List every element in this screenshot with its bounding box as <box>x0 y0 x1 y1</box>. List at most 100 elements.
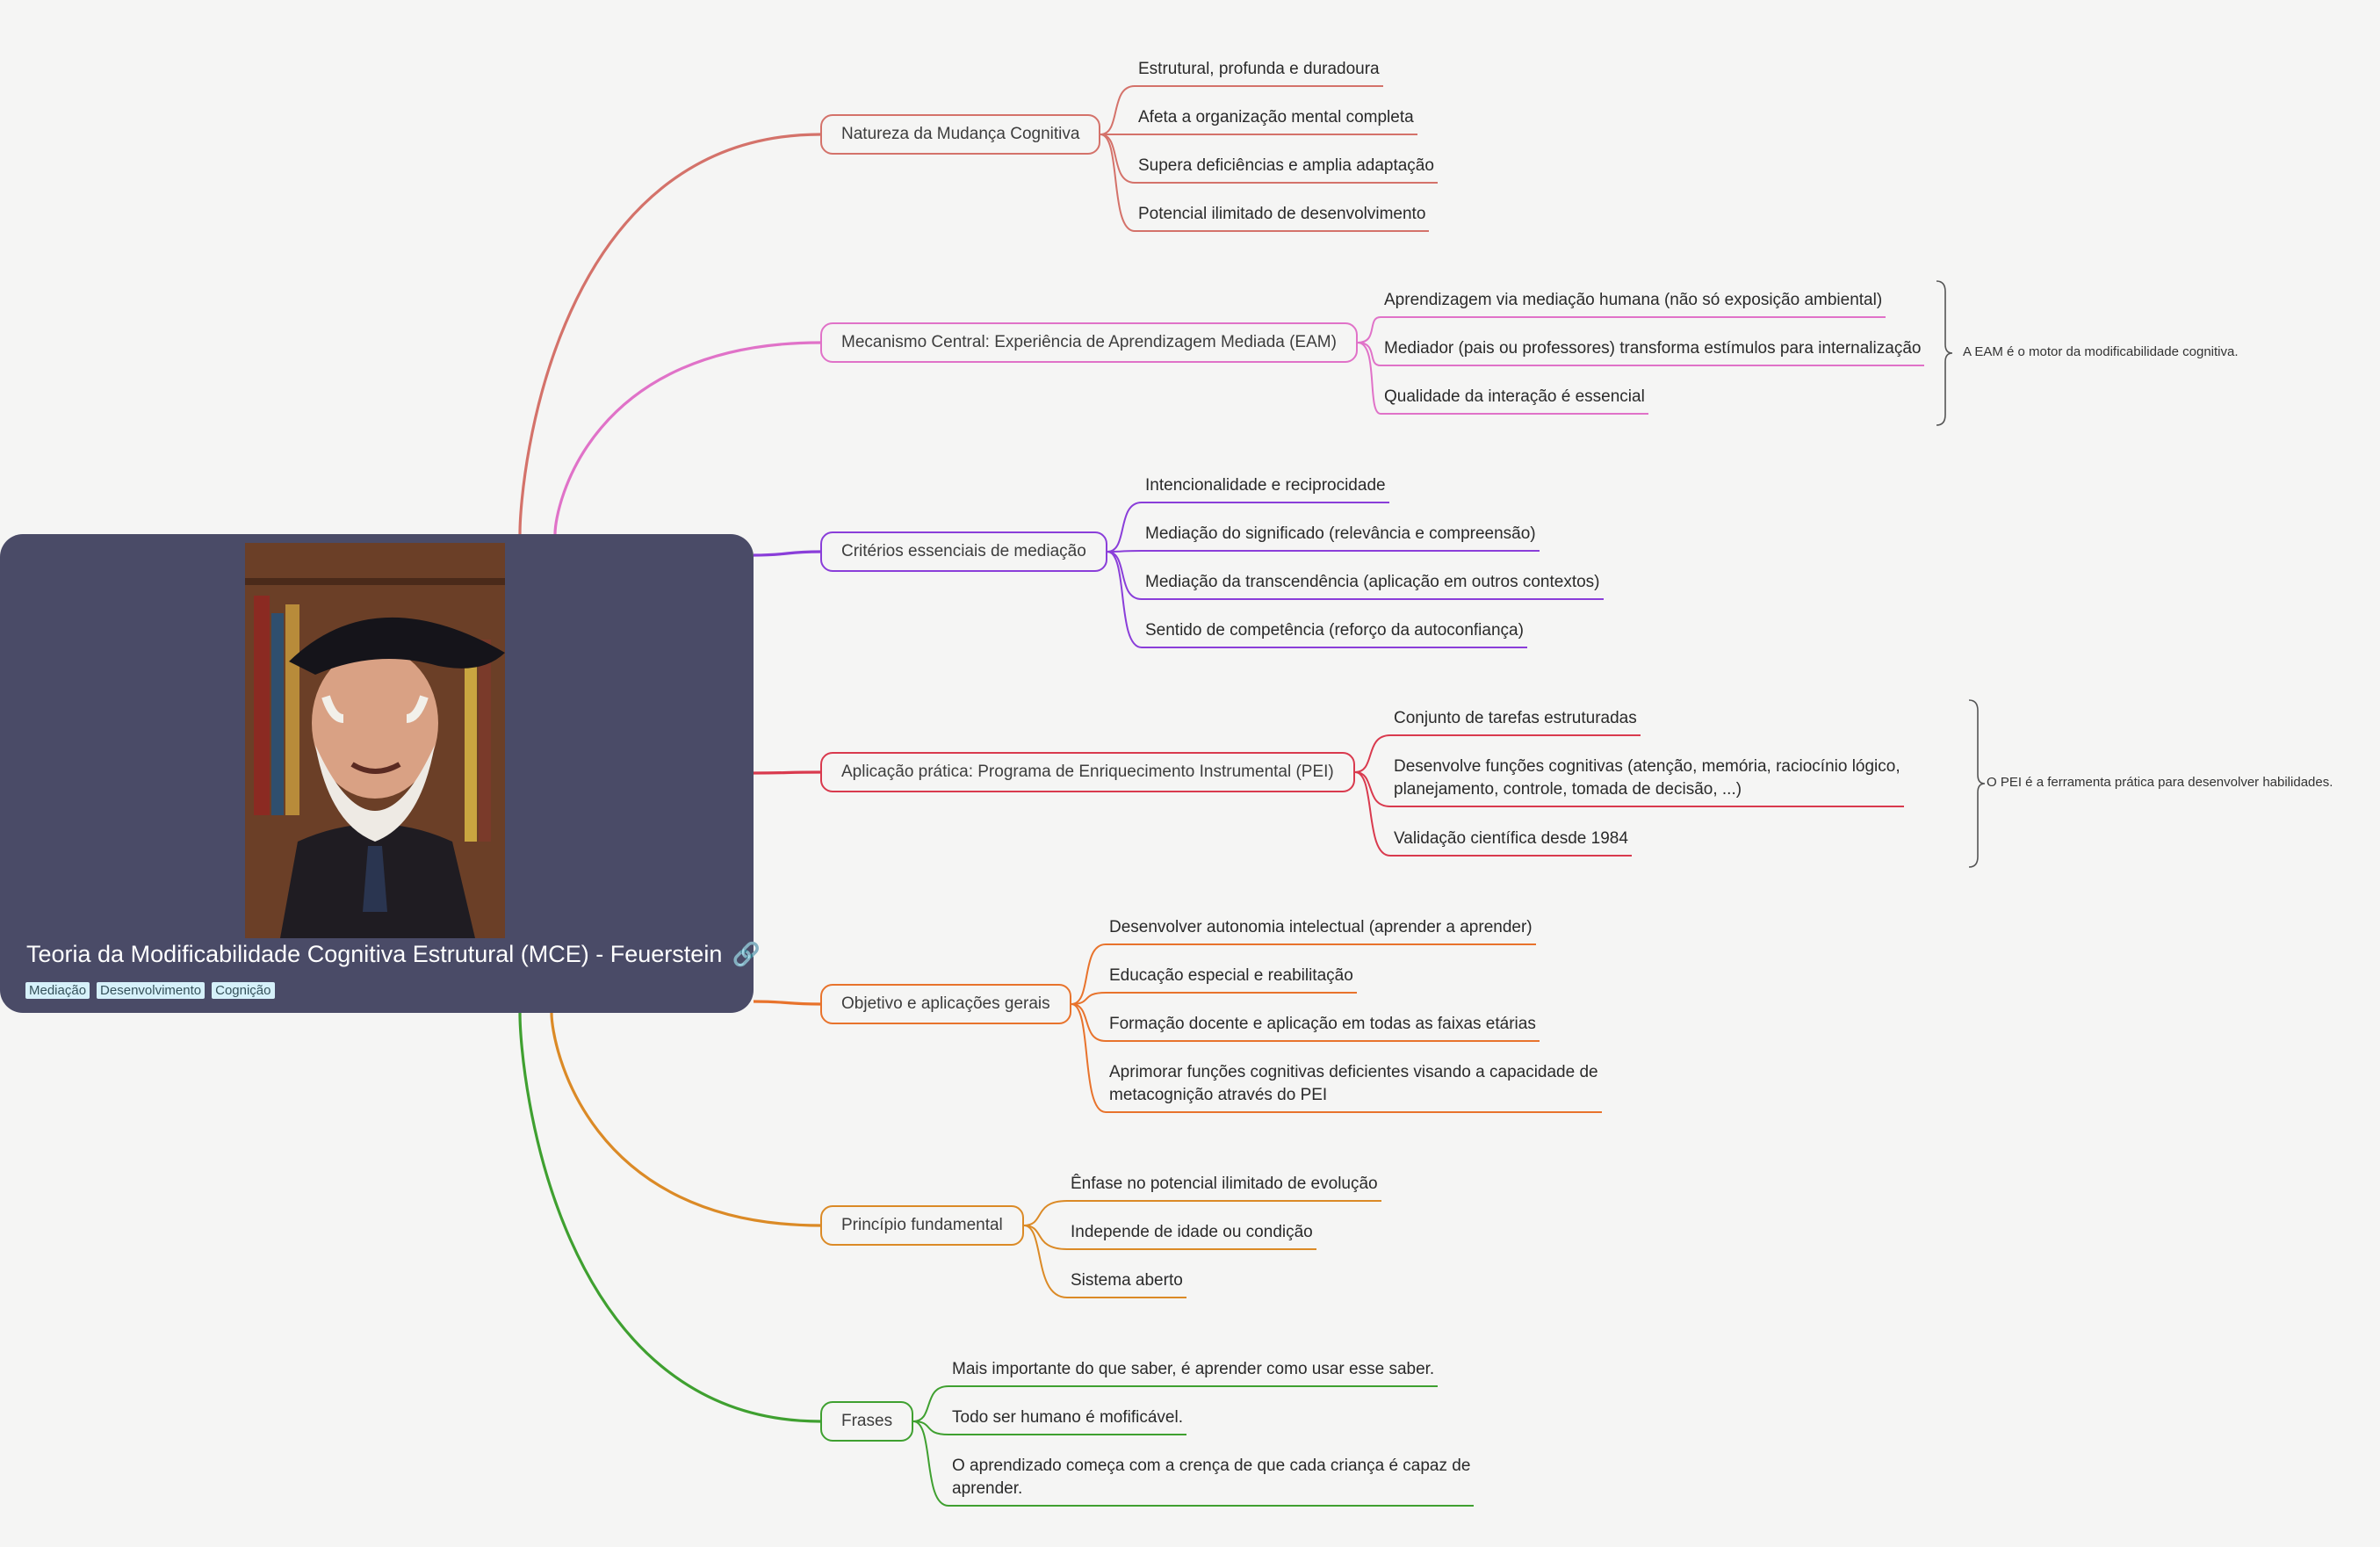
subtopic-connector <box>912 1385 1438 1422</box>
subtopic[interactable]: Intencionalidade e reciprocidade <box>1145 474 1386 497</box>
subtopic-text: Estrutural, profunda e duradoura <box>1138 60 1380 78</box>
subtopic-connector <box>1357 316 1886 343</box>
branch-connector-3 <box>753 770 821 775</box>
subtopic-connector <box>1107 502 1389 553</box>
subtopic-connector <box>1357 342 1648 415</box>
subtopic-text: Supera deficiências e amplia adaptação <box>1138 156 1434 175</box>
subtopic[interactable]: Ênfase no potencial ilimitado de evoluçã… <box>1071 1173 1378 1196</box>
subtopic-text: Qualidade da interação é essencial <box>1384 387 1645 406</box>
branch-connector-2 <box>753 550 821 557</box>
subtopic[interactable]: Formação docente e aplicação em todas as… <box>1109 1013 1536 1036</box>
subtopic-connector <box>1023 1225 1186 1298</box>
subtopic[interactable]: Sentido de competência (reforço da autoc… <box>1145 619 1524 642</box>
subtopic-text: Sentido de competência (reforço da autoc… <box>1145 621 1524 640</box>
subtopic-connector <box>1354 734 1641 773</box>
subtopic[interactable]: Estrutural, profunda e duradoura <box>1138 58 1380 81</box>
branch-topic-5[interactable]: Princípio fundamental <box>820 1205 1024 1246</box>
summary-brace <box>1936 280 1953 426</box>
tag-0[interactable]: Mediação <box>25 982 90 999</box>
subtopic-text: Todo ser humano é mofificável. <box>952 1408 1183 1427</box>
subtopic-text: planejamento, controle, tomada de decisã… <box>1394 780 1742 799</box>
subtopic-connector <box>1071 992 1357 1005</box>
subtopic[interactable]: Independe de idade ou condição <box>1071 1221 1313 1244</box>
subtopic-connector <box>912 1420 1474 1507</box>
subtopic-text: aprender. <box>952 1479 1023 1498</box>
branch-topic-2[interactable]: Critérios essenciais de mediação <box>820 531 1107 572</box>
summary-note[interactable]: A EAM é o motor da modificabilidade cogn… <box>1963 344 2239 359</box>
portrait-photo <box>245 543 505 938</box>
subtopic-text: metacognição através do PEI <box>1109 1086 1328 1104</box>
subtopic-text: Sistema aberto <box>1071 1271 1183 1290</box>
subtopic-connector <box>1071 943 1536 1005</box>
subtopic-text: Conjunto de tarefas estruturadas <box>1394 709 1637 727</box>
subtopic-text: Afeta a organização mental completa <box>1138 108 1414 127</box>
subtopic[interactable]: Conjunto de tarefas estruturadas <box>1394 707 1637 730</box>
subtopic-text: Desenvolver autonomia intelectual (apren… <box>1109 918 1533 936</box>
subtopic-text: Ênfase no potencial ilimitado de evoluçã… <box>1071 1175 1378 1193</box>
subtopic-connector <box>1107 551 1604 600</box>
subtopic[interactable]: Qualidade da interação é essencial <box>1384 386 1645 408</box>
subtopic-connector <box>1107 551 1527 648</box>
subtopic-text: Intencionalidade e reciprocidade <box>1145 476 1386 495</box>
central-title: Teoria da Modificabilidade Cognitiva Est… <box>26 938 761 972</box>
subtopic[interactable]: Aprimorar funções cognitivas deficientes… <box>1109 1061 1598 1107</box>
subtopic[interactable]: Desenvolve funções cognitivas (atenção, … <box>1394 755 1900 801</box>
subtopic-text: Aprimorar funções cognitivas deficientes… <box>1109 1063 1598 1081</box>
subtopic[interactable]: Mediação da transcendência (aplicação em… <box>1145 571 1600 594</box>
branch-connector-6 <box>518 1012 821 1423</box>
subtopic[interactable]: Validação científica desde 1984 <box>1394 828 1628 850</box>
subtopic-text: Aprendizagem via mediação humana (não só… <box>1384 291 1883 309</box>
branch-topic-6[interactable]: Frases <box>820 1401 914 1442</box>
subtopic-text: Mediador (pais ou professores) transform… <box>1384 339 1922 358</box>
subtopic-connector <box>1100 85 1383 135</box>
subtopic-text: Independe de idade ou condição <box>1071 1223 1313 1241</box>
subtopic-text: Mediação do significado (relevância e co… <box>1145 524 1536 543</box>
subtopic[interactable]: Potencial ilimitado de desenvolvimento <box>1138 203 1425 226</box>
subtopic-text: Validação científica desde 1984 <box>1394 829 1628 848</box>
subtopic-connector <box>1023 1200 1381 1226</box>
subtopic[interactable]: O aprendizado começa com a crença de que… <box>952 1455 1470 1500</box>
central-title-text: Teoria da Modificabilidade Cognitiva Est… <box>26 941 723 967</box>
subtopic-text: Potencial ilimitado de desenvolvimento <box>1138 205 1426 223</box>
subtopic[interactable]: Sistema aberto <box>1071 1269 1183 1292</box>
subtopic[interactable]: Desenvolver autonomia intelectual (apren… <box>1109 916 1533 939</box>
subtopic[interactable]: Afeta a organização mental completa <box>1138 106 1414 129</box>
central-topic[interactable]: Teoria da Modificabilidade Cognitiva Est… <box>0 534 761 1013</box>
subtopic[interactable]: Mediador (pais ou professores) transform… <box>1384 337 1921 360</box>
subtopic-connector <box>1354 771 1904 807</box>
subtopic-text: O aprendizado começa com a crença de que… <box>952 1457 1471 1475</box>
subtopic-connector <box>1071 1003 1602 1113</box>
link-icon[interactable]: 🔗 <box>732 941 761 967</box>
subtopic-connector <box>1023 1225 1316 1250</box>
subtopic[interactable]: Educação especial e reabilitação <box>1109 965 1353 987</box>
subtopic-connector <box>1357 342 1924 366</box>
tag-1[interactable]: Desenvolvimento <box>97 982 206 999</box>
subtopic-connector <box>1100 134 1438 184</box>
subtopic-connector <box>1107 550 1540 553</box>
summary-brace <box>1968 699 1986 868</box>
subtopic-text: Educação especial e reabilitação <box>1109 966 1353 985</box>
tag-list: Mediação Desenvolvimento Cognição <box>25 982 275 999</box>
subtopic[interactable]: Supera deficiências e amplia adaptação <box>1138 155 1434 177</box>
branch-connector-4 <box>753 1000 821 1006</box>
branch-topic-3[interactable]: Aplicação prática: Programa de Enriqueci… <box>820 752 1355 792</box>
subtopic[interactable]: Mais importante do que saber, é aprender… <box>952 1358 1434 1381</box>
summary-note[interactable]: O PEI é a ferramenta prática para desenv… <box>1987 775 2333 790</box>
branch-topic-4[interactable]: Objetivo e aplicações gerais <box>820 984 1071 1024</box>
branch-connector-5 <box>550 1012 821 1227</box>
subtopic[interactable]: Aprendizagem via mediação humana (não só… <box>1384 289 1882 312</box>
branch-connector-0 <box>518 133 821 535</box>
subtopic-connector <box>912 1420 1186 1435</box>
subtopic-connector <box>1071 1003 1540 1042</box>
tag-2[interactable]: Cognição <box>212 982 275 999</box>
branch-topic-1[interactable]: Mecanismo Central: Experiência de Aprend… <box>820 322 1358 363</box>
subtopic[interactable]: Mediação do significado (relevância e co… <box>1145 523 1536 546</box>
branch-connector-1 <box>553 341 821 535</box>
subtopic-connector <box>1354 771 1632 857</box>
subtopic[interactable]: Todo ser humano é mofificável. <box>952 1406 1183 1429</box>
branch-topic-0[interactable]: Natureza da Mudança Cognitiva <box>820 114 1101 155</box>
subtopic-text: Desenvolve funções cognitivas (atenção, … <box>1394 757 1900 776</box>
subtopic-text: Mais importante do que saber, é aprender… <box>952 1360 1435 1378</box>
